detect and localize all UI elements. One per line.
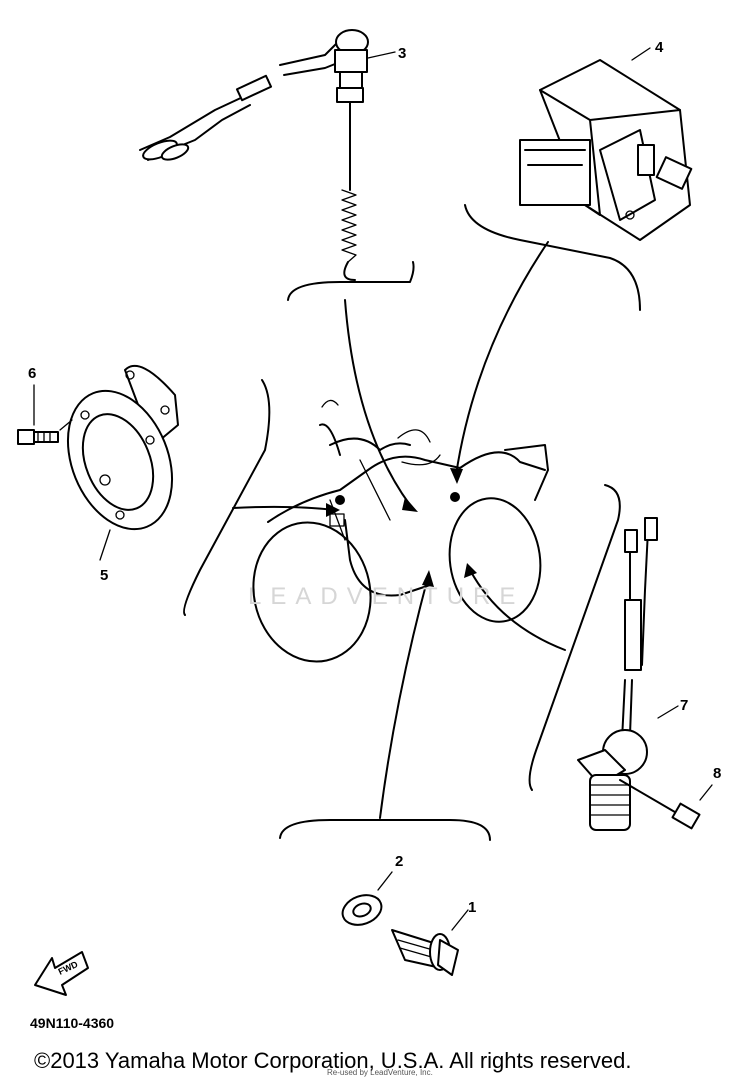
callout-5: 5 — [100, 567, 108, 584]
part-7-switch — [577, 517, 679, 831]
callout-8: 8 — [713, 765, 721, 782]
callout-2: 2 — [395, 853, 403, 870]
part-1-sensor — [391, 909, 469, 976]
part-8-screw — [619, 779, 713, 830]
motorcycle-outline — [252, 399, 549, 663]
part-4-relay — [519, 47, 693, 241]
diagram-code: 49N110-4360 — [30, 1015, 115, 1031]
callout-1: 1 — [468, 899, 476, 916]
leader-lines — [232, 241, 566, 819]
callout-7: 7 — [680, 697, 688, 714]
fine-print: Re-used by LeadVenture, Inc. — [327, 1068, 433, 1077]
part-2-washer — [341, 871, 393, 926]
callout-3: 3 — [398, 45, 406, 62]
callout-4: 4 — [655, 39, 664, 56]
bracket-lines — [183, 204, 641, 841]
fwd-arrow: FWD — [34, 951, 89, 996]
copyright-notice: ©2013 Yamaha Motor Corporation, U.S.A. A… — [34, 1048, 632, 1073]
watermark: LEADVENTURE — [248, 583, 525, 610]
part-6-bolt — [17, 384, 73, 445]
part-5-horn — [66, 365, 179, 561]
callout-6: 6 — [28, 365, 36, 382]
part-3-switch — [139, 29, 396, 281]
